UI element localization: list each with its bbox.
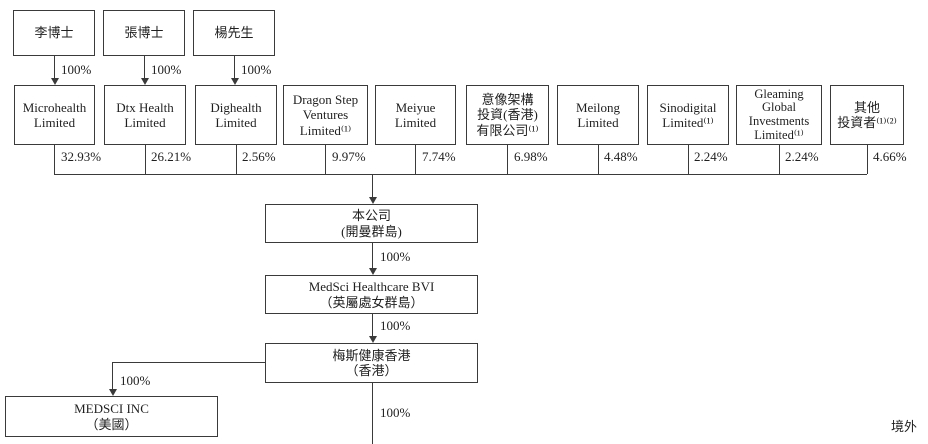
bus-line bbox=[54, 174, 867, 175]
ownership-label-li: 100% bbox=[61, 62, 92, 77]
ownership-label-yang: 100% bbox=[241, 62, 272, 77]
percent-label-meilong: 4.48% bbox=[604, 149, 638, 164]
percent-label-yixiang: 6.98% bbox=[514, 149, 548, 164]
stake-label-bvi-hk: 100% bbox=[380, 318, 411, 333]
arrow-down-icon bbox=[369, 336, 377, 343]
arrow-down-icon bbox=[109, 389, 117, 396]
connector-line bbox=[415, 145, 416, 174]
entity-box-gleaming-global-investments: Gleaming Global Investments Limited⁽¹⁾ bbox=[736, 85, 822, 145]
percent-label-meiyue: 7.74% bbox=[422, 149, 456, 164]
connector-line bbox=[54, 56, 55, 78]
entity-box-sinodigital: Sinodigital Limited⁽¹⁾ bbox=[647, 85, 729, 145]
connector-line bbox=[372, 314, 373, 336]
connector-line bbox=[145, 145, 146, 174]
connector-line bbox=[372, 174, 373, 197]
connector-line bbox=[688, 145, 689, 174]
connector-line bbox=[325, 145, 326, 174]
connector-line bbox=[112, 362, 265, 363]
person-box-dr-li: 李博士 bbox=[13, 10, 95, 56]
arrow-down-icon bbox=[141, 78, 149, 85]
percent-label-dighealth: 2.56% bbox=[242, 149, 276, 164]
connector-line bbox=[54, 145, 55, 174]
arrow-down-icon bbox=[231, 78, 239, 85]
entity-box-yixiang-investment-hk: 意像架構 投資(香港) 有限公司⁽¹⁾ bbox=[466, 85, 549, 145]
percent-label-sinodigital: 2.24% bbox=[694, 149, 728, 164]
percent-label-other-investors: 4.66% bbox=[873, 149, 907, 164]
connector-line bbox=[867, 145, 868, 174]
percent-label-gleaming: 2.24% bbox=[785, 149, 819, 164]
entity-box-company-cayman: 本公司 (開曼群島) bbox=[265, 204, 478, 243]
entity-box-dragon-step-ventures: Dragon Step Ventures Limited⁽¹⁾ bbox=[283, 85, 368, 145]
person-box-mr-yang: 楊先生 bbox=[193, 10, 275, 56]
region-label-offshore: 境外 bbox=[891, 419, 918, 434]
entity-box-medsci-healthcare-bvi: MedSci Healthcare BVI （英屬處女群島） bbox=[265, 275, 478, 314]
stake-label-hk-subsidiary: 100% bbox=[380, 405, 411, 420]
entity-box-medsci-health-hk: 梅斯健康香港 （香港） bbox=[265, 343, 478, 383]
percent-label-dtx-health: 26.21% bbox=[151, 149, 192, 164]
entity-box-other-investors: 其他 投資者⁽¹⁾⁽²⁾ bbox=[830, 85, 904, 145]
entity-box-meilong: Meilong Limited bbox=[557, 85, 639, 145]
person-box-dr-zhang: 張博士 bbox=[103, 10, 185, 56]
arrow-down-icon bbox=[369, 268, 377, 275]
entity-box-medsci-inc-usa: MEDSCI INC （美國） bbox=[5, 396, 218, 437]
entity-box-microhealth: Microhealth Limited bbox=[14, 85, 95, 145]
percent-label-dragon-step: 9.97% bbox=[332, 149, 366, 164]
arrow-down-icon bbox=[369, 197, 377, 204]
connector-line bbox=[779, 145, 780, 174]
entity-box-dtx-health: Dtx Health Limited bbox=[104, 85, 186, 145]
arrow-down-icon bbox=[51, 78, 59, 85]
entity-box-dighealth: Dighealth Limited bbox=[195, 85, 277, 145]
connector-line bbox=[144, 56, 145, 78]
connector-line bbox=[236, 145, 237, 174]
connector-line bbox=[234, 56, 235, 78]
connector-line bbox=[372, 243, 373, 268]
connector-line bbox=[372, 383, 373, 444]
stake-label-company-bvi: 100% bbox=[380, 249, 411, 264]
entity-box-meiyue: Meiyue Limited bbox=[375, 85, 456, 145]
stake-label-hk-medsci-inc: 100% bbox=[120, 373, 151, 388]
ownership-label-zhang: 100% bbox=[151, 62, 182, 77]
connector-line bbox=[112, 362, 113, 389]
connector-line bbox=[507, 145, 508, 174]
connector-line bbox=[598, 145, 599, 174]
percent-label-microhealth: 32.93% bbox=[61, 149, 102, 164]
